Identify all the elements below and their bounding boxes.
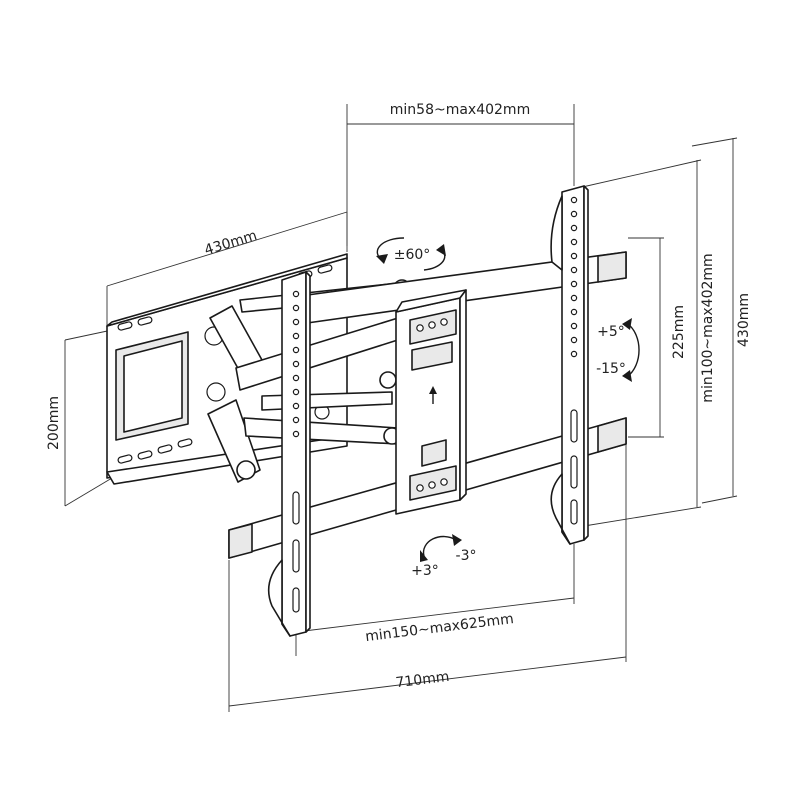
right-vertical-bracket <box>550 185 589 545</box>
bracket-height-label: 430mm <box>736 293 752 347</box>
tilt-arrow-icon <box>622 318 640 382</box>
swivel-arrow-icon <box>376 237 446 271</box>
tilt-up-label: +5° <box>597 324 625 340</box>
wall-plate-height-label: 200mm <box>46 396 62 450</box>
center-carriage <box>395 289 467 515</box>
arm-extension-label: min58~max402mm <box>390 102 530 118</box>
swivel-label: ±60° <box>394 247 431 263</box>
vesa-vertical-label: min100~max402mm <box>700 253 716 402</box>
rotate-ccw-label: -3° <box>456 548 477 564</box>
adjustment-labels: ±60° +5° -15° +3° -3° <box>394 247 626 579</box>
dimension-lines <box>64 104 738 712</box>
vesa-horizontal-label: min150~max625mm <box>364 611 514 645</box>
hole-spacing-label: 225mm <box>671 305 687 359</box>
dimension-labels: min58~max402mm 430mm 200mm 225mm min100~… <box>46 102 752 691</box>
bracket-width-label: 710mm <box>395 669 451 691</box>
wall-plate-width-label: 430mm <box>203 228 259 259</box>
left-vertical-bracket <box>267 271 311 637</box>
rotate-cw-label: +3° <box>411 563 439 579</box>
rotation-arrow-icon <box>420 534 462 562</box>
tilt-down-label: -15° <box>596 361 626 377</box>
